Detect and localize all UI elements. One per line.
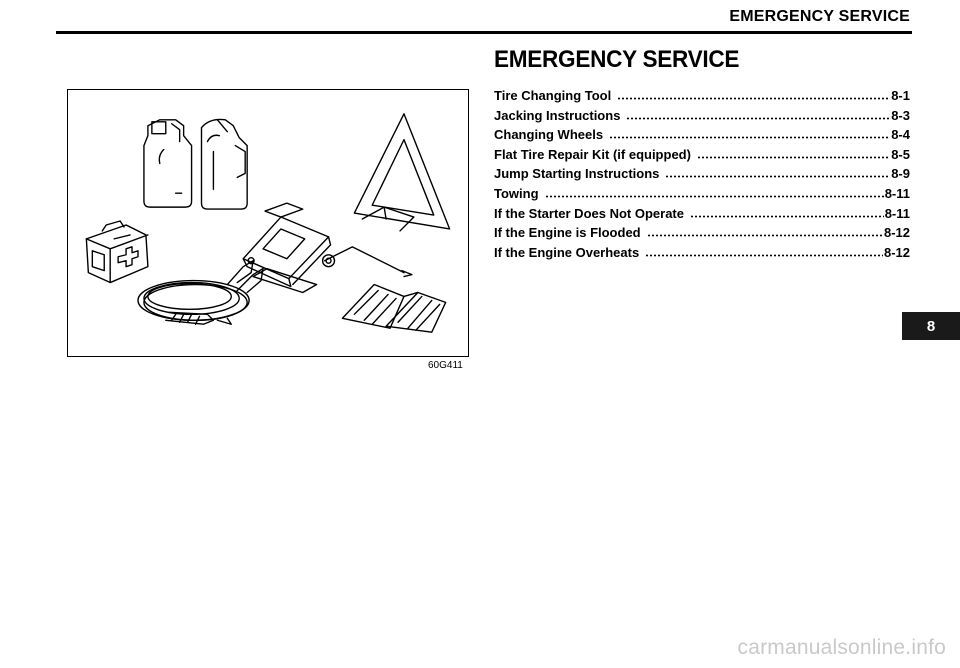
- wheel-chocks-icon: [341, 283, 447, 333]
- toc-item-label: Tire Changing Tool: [494, 88, 612, 103]
- toc-item-label: Jacking Instructions: [494, 107, 621, 123]
- fluid-jug-right-icon: [200, 118, 248, 210]
- toc-item-label: Changing Wheels: [494, 127, 604, 143]
- first-aid-kit-icon: [85, 220, 149, 284]
- toc-item[interactable]: Jump Starting Instructions 8-9: [494, 166, 910, 186]
- toc-dot-leader: [665, 166, 891, 179]
- toc-dot-leader: [696, 146, 891, 159]
- toc-item-label: If the Engine Overheats: [494, 244, 640, 260]
- toc-item-page: 8-12: [883, 225, 910, 241]
- toc-dot-leader: [609, 127, 891, 140]
- toc-dot-leader: [617, 88, 891, 100]
- toc-item[interactable]: Flat Tire Repair Kit (if equipped) 8-5: [494, 146, 910, 167]
- toc-item-label: Jump Starting Instructions: [494, 166, 660, 182]
- toc-dot-leader: [646, 225, 883, 238]
- toc-dot-leader: [690, 205, 884, 218]
- toc-item-label: If the Engine is Flooded: [494, 225, 641, 241]
- toc-item-page: 8-12: [883, 244, 910, 260]
- toc-dot-leader: [544, 185, 884, 198]
- figure-code: 60G411: [428, 360, 463, 371]
- emergency-kit-illustration: [67, 89, 469, 357]
- toc-dot-leader: [645, 244, 883, 257]
- toc-item[interactable]: Changing Wheels 8-4: [494, 127, 910, 147]
- toc-item-page: 8-11: [884, 185, 910, 201]
- toc-item-page: 8-3: [891, 107, 910, 123]
- toc-item-label: Towing: [494, 185, 539, 201]
- toc-item-page: 8-9: [891, 166, 910, 182]
- toc-item-page: 8-1: [891, 88, 910, 103]
- toc-item-label: If the Starter Does Not Operate: [494, 205, 684, 221]
- warning-triangle-icon: [353, 113, 451, 232]
- toc-dot-leader: [626, 107, 891, 120]
- toc-item-page: 8-5: [891, 146, 910, 162]
- watermark: carmanualsonline.info: [737, 636, 946, 659]
- toc-item-page: 8-4: [891, 127, 910, 143]
- toc-item[interactable]: Jacking Instructions 8-3: [494, 107, 910, 128]
- section-title: EMERGENCY SERVICE: [494, 46, 740, 73]
- toc-item[interactable]: If the Engine Overheats 8-12: [494, 244, 910, 265]
- chapter-tab[interactable]: 8: [902, 312, 960, 340]
- fluid-jug-left-icon: [143, 119, 193, 208]
- toc-item[interactable]: Tire Changing Tool 8-1: [494, 88, 910, 108]
- toc-item-page: 8-11: [884, 205, 910, 221]
- header-rule: [56, 31, 912, 34]
- toc-item[interactable]: If the Engine is Flooded 8-12: [494, 225, 910, 245]
- toc-item[interactable]: If the Starter Does Not Operate 8-11: [494, 205, 910, 226]
- scissor-jack-icon: [242, 202, 332, 294]
- toc-item[interactable]: Towing 8-11: [494, 185, 910, 206]
- jumper-cables-icon: [137, 260, 264, 325]
- jack-handle-icon: [321, 246, 413, 278]
- toc-item-label: Flat Tire Repair Kit (if equipped): [494, 146, 691, 162]
- running-header: EMERGENCY SERVICE: [729, 8, 910, 25]
